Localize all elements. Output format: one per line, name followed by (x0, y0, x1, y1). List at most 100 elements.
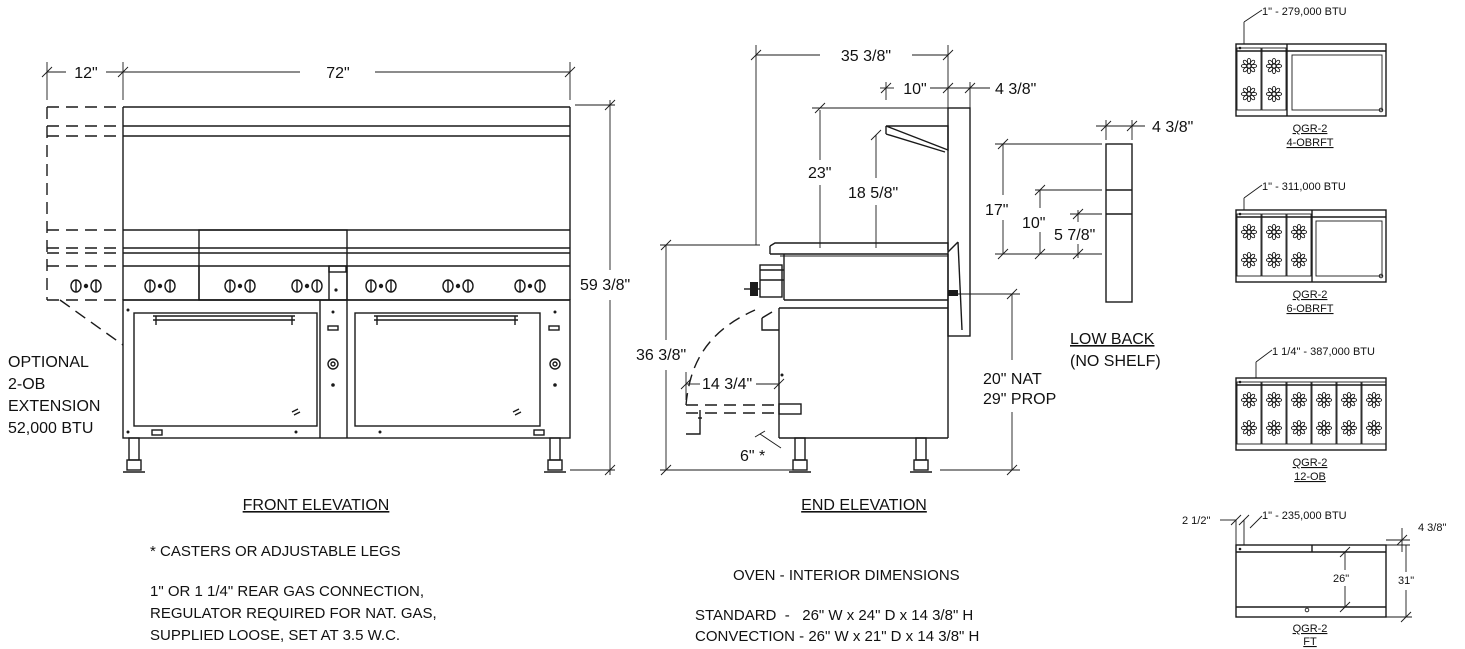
end-oven-height-dimension: 20" NAT 29" PROP (940, 288, 1056, 476)
model-12-ob-btu: 1 1/4" - 387,000 BTU (1272, 346, 1375, 358)
end-shelf-clear-dim-label: 18 5/8" (848, 185, 898, 202)
front-width-dim-label: 72" (326, 65, 349, 82)
front-width-dimension: 12" 72" (41, 62, 576, 100)
model-4-obrft-name: QGR-2 (1293, 123, 1328, 135)
front-elevation: 12" 72" (8, 62, 630, 514)
burner-icon (1265, 251, 1283, 269)
model-12-ob-config: 12-OB (1294, 471, 1326, 483)
model-4-obrft: 1" - 279,000 BTU QGR-2 4-OBRFT (1235, 6, 1387, 149)
burner-icon (1365, 419, 1383, 437)
end-door-dim-label: 14 3/4" (702, 376, 752, 393)
burner-icon (1265, 223, 1283, 241)
end-leg-dim-label: 6" * (740, 448, 765, 465)
end-door-dimension: 14 3/4" (680, 372, 785, 400)
end-depth-dim-label: 35 3/8" (841, 48, 891, 65)
end-backsplash (885, 107, 971, 337)
model-ft-left-dim: 2 1/2" (1182, 515, 1210, 527)
model-6-obrft: 1" - 311,000 BTU QGR-2 6-OBRFT (1235, 181, 1387, 315)
burner-icon (1340, 419, 1358, 437)
front-oven-cabinet (122, 299, 571, 439)
end-shelf-depth-dim-label: 10" (903, 81, 926, 98)
knob-pair-icon (144, 279, 176, 293)
model-4-obrft-config: 4-OBRFT (1286, 137, 1333, 149)
front-control-panel (70, 266, 570, 301)
burner-icon (1240, 419, 1258, 437)
gas-note-line-2: REGULATOR REQUIRED FOR NAT. GAS, (150, 605, 437, 622)
burner-grid (1236, 47, 1287, 111)
end-elevation: 35 3/8" 10" 4 3/8" (636, 45, 1056, 514)
notes: * CASTERS OR ADJUSTABLE LEGS 1" OR 1 1/4… (150, 543, 979, 645)
model-4-obrft-btu: 1" - 279,000 BTU (1262, 6, 1347, 18)
burner-icon (1365, 391, 1383, 409)
burner-icon (1240, 251, 1258, 269)
front-backsplash (122, 106, 571, 301)
model-ft-right-dim: 4 3/8" (1418, 522, 1446, 534)
front-legs (123, 429, 566, 473)
knob-pair-icon (70, 279, 102, 293)
burner-icon (1265, 391, 1283, 409)
burner-icon (1265, 419, 1283, 437)
end-depth-dimension: 35 3/8" 10" 4 3/8" (750, 45, 1036, 245)
optional-extension-outline (46, 106, 124, 346)
oven-dims-convection: CONVECTION - 26" W x 21" D x 14 3/8" H (695, 628, 979, 645)
end-cooktop (744, 242, 958, 438)
end-oven-prop-dim-label: 29" PROP (983, 391, 1056, 408)
model-ft-config: FT (1303, 636, 1317, 648)
end-shelf-height-dimensions: 23" 18 5/8" (808, 102, 948, 248)
burner-icon (1240, 85, 1258, 103)
model-12-ob: 1 1/4" - 387,000 BTU QGR-2 12-OB (1235, 346, 1387, 483)
front-height-dimension: 59 3/8" (570, 99, 630, 476)
end-oven-nat-dim-label: 20" NAT (983, 371, 1042, 388)
knob-pair-icon (514, 279, 546, 293)
low-back-mid-dim-label: 10" (1022, 215, 1045, 232)
option-line-2: 2-OB (8, 376, 45, 393)
oven-dims-standard: STANDARD - 26" W x 24" D x 14 3/8" H (695, 607, 973, 624)
end-elevation-title: END ELEVATION (801, 497, 927, 514)
burner-icon (1315, 391, 1333, 409)
burner-icon (1290, 223, 1308, 241)
low-back-label-line1: LOW BACK (1070, 331, 1155, 348)
knob-pair-icon (291, 279, 323, 293)
model-12-ob-name: QGR-2 (1293, 457, 1328, 469)
option-line-3: EXTENSION (8, 398, 100, 415)
model-plan-views: 1" - 279,000 BTU QGR-2 4-OBRFT 1" - 311,… (1182, 6, 1446, 648)
front-elevation-title: FRONT ELEVATION (243, 497, 390, 514)
low-back-detail: 4 3/8" 17" 10" 5 7/8" LOW BACK (NO SHELF… (985, 119, 1193, 370)
optional-extension-note: OPTIONAL 2-OB EXTENSION 52,000 BTU (8, 354, 100, 437)
burner-icon (1265, 57, 1283, 75)
model-6-obrft-config: 6-OBRFT (1286, 303, 1333, 315)
low-back-label-line2: (NO SHELF) (1070, 353, 1161, 370)
front-height-dim-label: 59 3/8" (580, 277, 630, 294)
burner-icon (1340, 391, 1358, 409)
front-extension-dim-label: 12" (74, 65, 97, 82)
gas-note-line-3: SUPPLIED LOOSE, SET AT 3.5 W.C. (150, 627, 400, 644)
gas-note-line-1: 1" OR 1 1/4" REAR GAS CONNECTION, (150, 583, 424, 600)
burner-icon (1315, 419, 1333, 437)
burner-icon (1290, 251, 1308, 269)
end-shelf-height-dim-label: 23" (808, 165, 831, 182)
casters-note: * CASTERS OR ADJUSTABLE LEGS (150, 543, 401, 560)
end-leg-dimension: 6" * (740, 430, 782, 465)
burner-knobs (70, 279, 546, 293)
burner-icon (1290, 391, 1308, 409)
burner-icon (1240, 391, 1258, 409)
oven-dims-title: OVEN - INTERIOR DIMENSIONS (733, 567, 960, 584)
option-line-1: OPTIONAL (8, 354, 89, 371)
model-6-obrft-name: QGR-2 (1293, 289, 1328, 301)
option-line-4: 52,000 BTU (8, 420, 93, 437)
end-work-height-dimension: 36 3/8" (636, 239, 795, 476)
knob-pair-icon (224, 279, 256, 293)
end-work-height-dim-label: 36 3/8" (636, 347, 686, 364)
burner-grid (1236, 213, 1312, 277)
low-back-total-dim-label: 17" (985, 202, 1008, 219)
model-ft-inner-dim: 26" (1333, 573, 1349, 585)
low-back-low-dim-label: 5 7/8" (1054, 227, 1095, 244)
end-back-dim-label: 4 3/8" (995, 81, 1036, 98)
end-door-swing (685, 309, 802, 435)
burner-icon (1265, 85, 1283, 103)
burner-icon (1290, 419, 1308, 437)
knob-pair-icon (442, 279, 474, 293)
burner-icon (1240, 57, 1258, 75)
model-ft-outer-dim: 31" (1398, 575, 1414, 587)
